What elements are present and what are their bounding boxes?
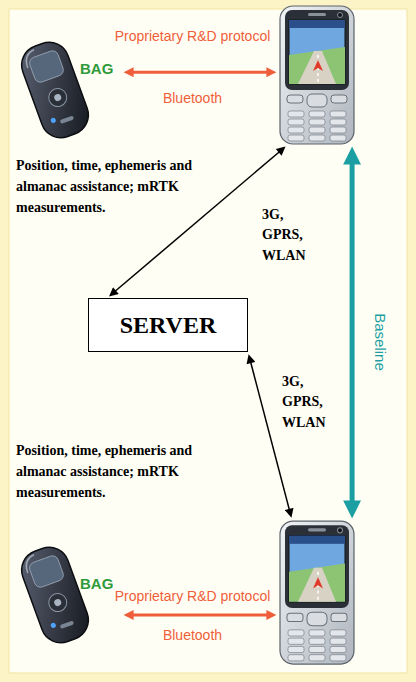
protocol-label: Proprietary R&D protocol: [110, 588, 275, 604]
assistance-note: Position, time, ephemeris and almanac as…: [16, 155, 201, 218]
server-box: SERVER: [88, 298, 248, 352]
phone-device: [278, 520, 356, 665]
bag-device: BAG: [12, 520, 122, 665]
bag-device: BAG: [12, 5, 122, 145]
protocol-label: Proprietary R&D protocol: [110, 28, 275, 44]
network-label: 3G, GPRS, WLAN: [282, 372, 340, 433]
link-label: Bluetooth: [110, 627, 275, 643]
bag-device: [16, 542, 94, 649]
node-label: SERVER: [120, 312, 217, 339]
phone-picture: [280, 521, 354, 664]
node-label: BAG: [80, 60, 113, 77]
connector-arrow: [132, 613, 269, 616]
node-label: BAG: [80, 575, 113, 592]
connector-arrow: [132, 71, 269, 74]
phone-device: [278, 5, 356, 145]
link-label: Bluetooth: [110, 90, 275, 106]
connector-arrow: [350, 161, 355, 504]
assistance-note: Position, time, ephemeris and almanac as…: [16, 440, 201, 503]
baseline-label: Baseline: [372, 313, 389, 371]
bag-device: [16, 37, 94, 144]
network-label: 3G, GPRS, WLAN: [262, 205, 320, 266]
phone-picture: [280, 6, 354, 144]
